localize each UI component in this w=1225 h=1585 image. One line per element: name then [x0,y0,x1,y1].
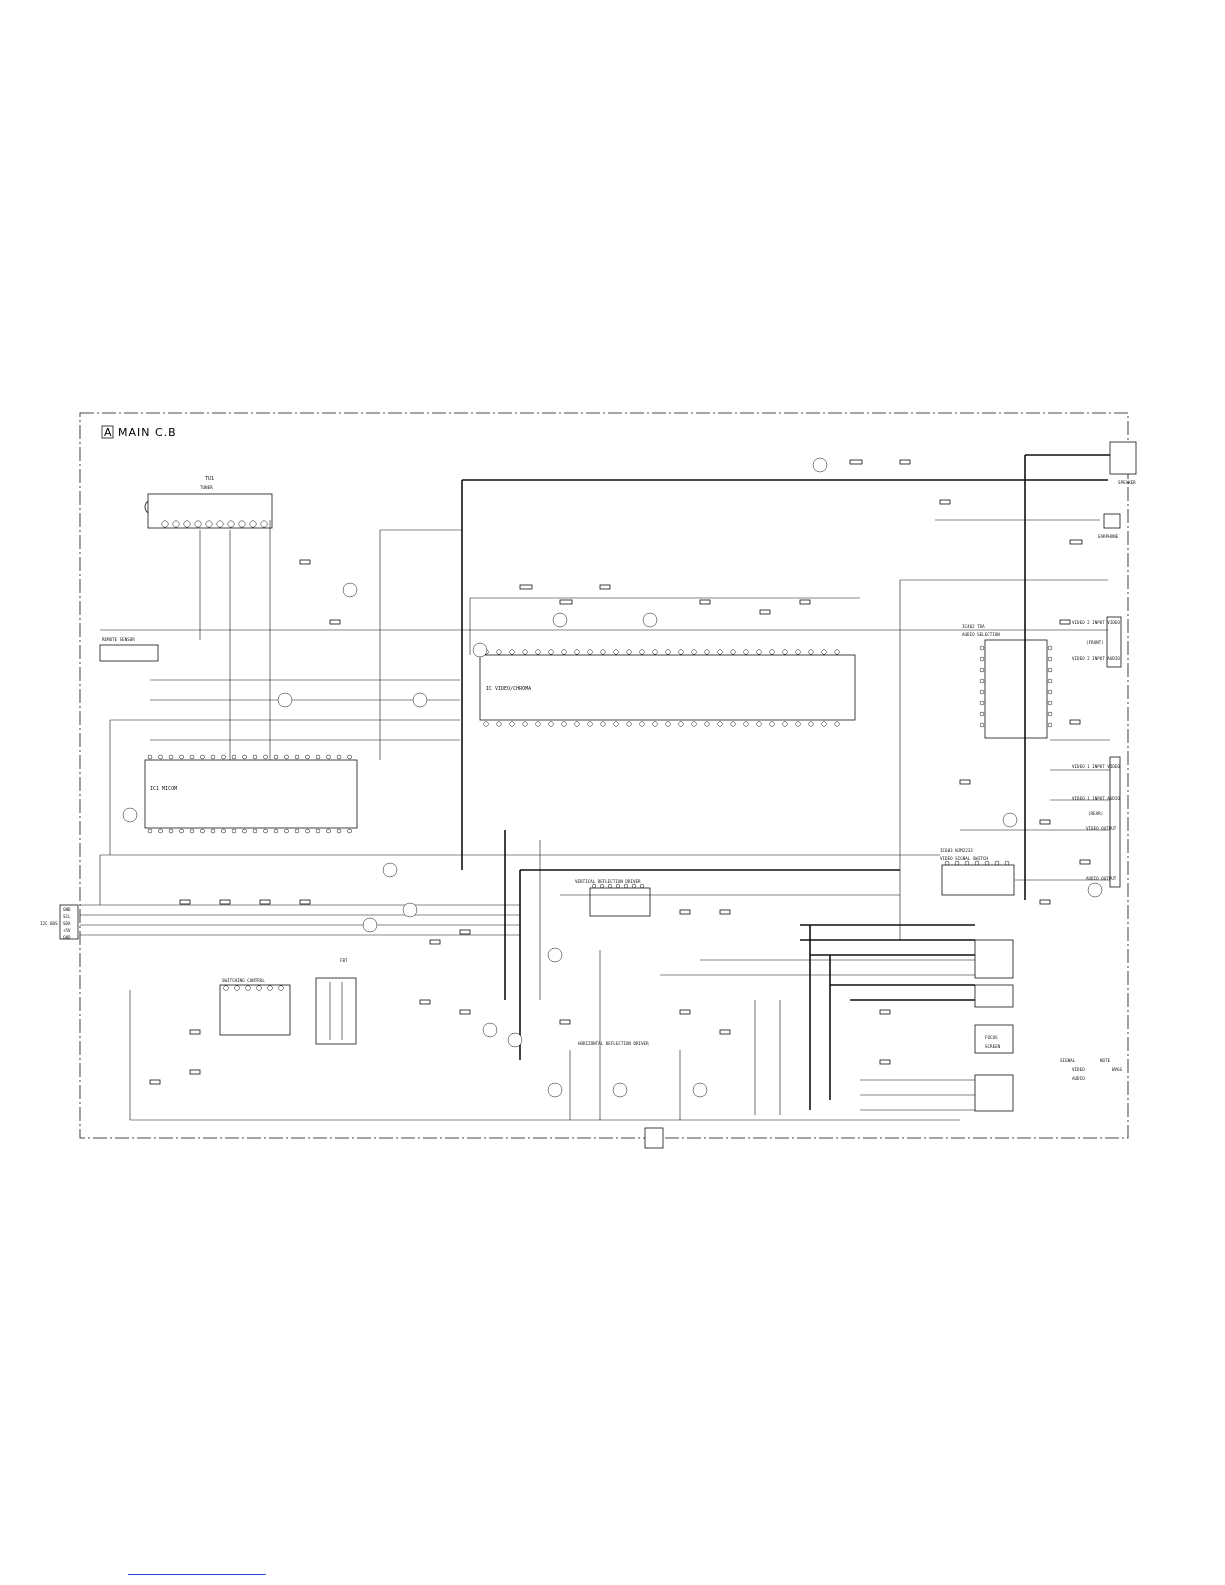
video-out-label: VIDEO OUTPUT [1086,826,1117,831]
micom-label: IC1 MICOM [150,786,177,792]
video-chroma-label: IC VIDEO/CHROMA [486,686,531,692]
micom-ic: IC1 MICOM [144,759,358,829]
audio-sel-note: AUDIO SELECTION [962,632,1000,637]
component-marks [122,457,1103,1098]
video1-video-label: VIDEO 1 INPUT VIDEO [1072,764,1120,769]
speaker-connector: SPEAKER [1109,441,1137,485]
bus-gnd-top: GND [63,907,71,912]
board-letter: A [104,426,113,439]
legend-note-heading: NOTE [1100,1058,1111,1063]
legend-video: VIDEO [1072,1067,1085,1072]
remote-sensor-block: REMOTE SENSOR [99,637,159,662]
screen-label: SCREEN [985,1044,1001,1049]
video-switch-ref: IC603 NJM2233 [940,848,973,853]
fbt-label: FBT [340,958,348,963]
front-label: (FRONT) [1086,640,1104,645]
rear-av-connectors: VIDEO 1 INPUT VIDEO VIDEO 1 INPUT AUDIO … [1072,756,1121,888]
tuner-note: TUNER [200,485,213,490]
video2-video-label: VIDEO 2 INPUT VIDEO [1072,620,1120,625]
bottom-connector [644,1127,664,1149]
video-switch-note: VIDEO SIGNAL SWITCH [940,856,988,861]
horiz-drive-label: HORIZONTAL DEFLECTION DRIVER [578,1041,649,1046]
wiring [80,454,1110,1121]
switching-control-block: SWITCHING CONTROL [219,978,291,1036]
speaker-label: SPEAKER [1118,480,1136,485]
audio-out-label: AUDIO OUTPUT [1086,876,1117,881]
board-letter-box [101,425,114,439]
legend-audio: AUDIO [1072,1076,1085,1081]
rear-label: (REAR) [1088,811,1103,816]
audio-sel-ref: IC402 TDA [962,624,985,629]
legend-note-text: WVGG [1112,1067,1123,1072]
bus-5v: +5V [63,928,71,933]
board-title: MAIN C.B [118,426,177,439]
i2c-label: I2C BUS [40,921,58,926]
remote-sensor-label: REMOTE SENSOR [102,637,135,642]
vertical-deflection-block: VERTICAL DEFLECTION DRIVER [575,879,651,917]
board-border [79,412,1129,1139]
bus-scl: SCL [63,914,71,919]
front-av-inputs: VIDEO 2 INPUT VIDEO (FRONT) VIDEO 2 INPU… [1072,616,1122,668]
tuner-block: TU1 TUNER [144,476,273,529]
crt-connectors: FOCUS SCREEN [974,939,1014,1112]
video1-audio-label: VIDEO 1 INPUT AUDIO [1072,796,1120,801]
switching-label: SWITCHING CONTROL [222,978,265,983]
bus-gnd-bottom: GND [63,935,71,940]
video-switch-ic: IC603 NJM2233 VIDEO SIGNAL SWITCH [940,848,1015,896]
bus-sda: SDA [63,921,71,926]
earphone-jack: EARPHONE [1098,513,1121,539]
i2c-bus-connector: I2C BUS GND SCL SDA +5V GND [40,904,79,940]
earphone-label: EARPHONE [1098,534,1119,539]
audio-selection-ic: IC402 TDA AUDIO SELECTION [962,624,1048,739]
vert-drive-label: VERTICAL DEFLECTION DRIVER [575,879,641,884]
focus-label: FOCUS [985,1035,998,1040]
video-chroma-ic: IC VIDEO/CHROMA [479,654,856,721]
signal-legend: SIGNAL VIDEO AUDIO NOTE WVGG [1060,1058,1123,1081]
footer-link-underline [128,1574,266,1575]
fbt-block: FBT [315,958,357,1045]
video2-audio-label: VIDEO 2 INPUT AUDIO [1072,656,1120,661]
tuner-ref: TU1 [205,476,214,482]
legend-heading: SIGNAL [1060,1058,1076,1063]
